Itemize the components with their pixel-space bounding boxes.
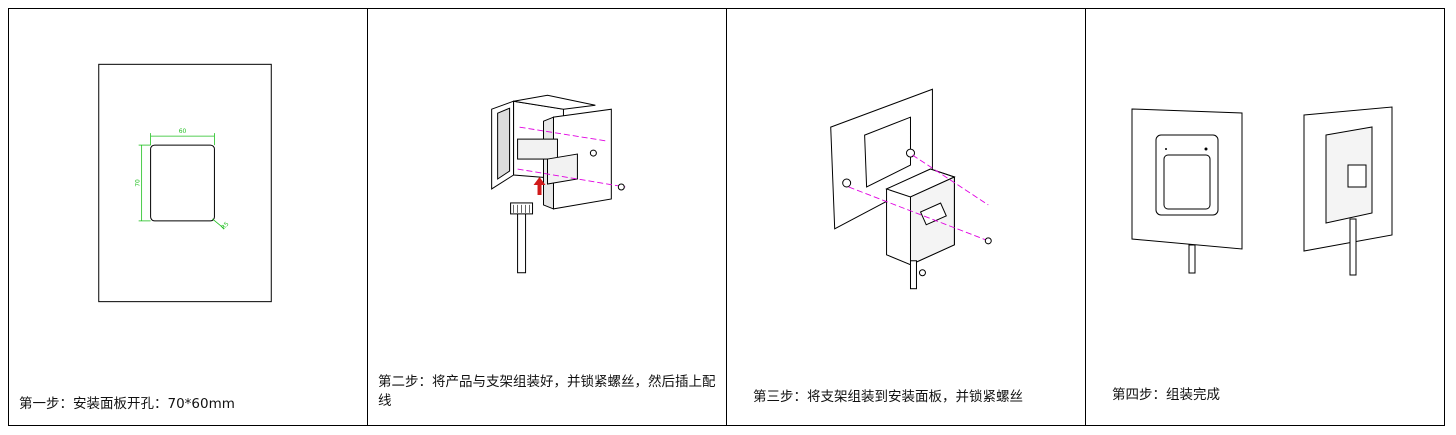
radius-dimension-label: R5 xyxy=(220,221,231,232)
step-1-panel: 60 70 R5 第一步：安装面板开孔：70*60mm xyxy=(9,9,368,425)
screw xyxy=(918,269,926,277)
status-dot xyxy=(1204,147,1208,151)
step-4-panel: 第四步：组装完成 xyxy=(1086,9,1444,425)
step-3-caption: 第三步：将支架组装到安装面板，并锁紧螺丝 xyxy=(753,389,1023,405)
screw xyxy=(589,149,597,157)
screw-axis-line-2 xyxy=(517,168,626,188)
width-dimension-label: 60 xyxy=(179,128,187,135)
step-4-caption: 第四步：组装完成 xyxy=(1112,387,1220,403)
step-4-diagram xyxy=(1131,106,1393,276)
cutout-hole xyxy=(150,144,215,222)
bracket-window xyxy=(919,202,947,226)
step-1-caption: 第一步：安装面板开孔：70*60mm xyxy=(19,396,235,412)
screw xyxy=(984,237,992,245)
screw-axis-line-1 xyxy=(519,126,608,142)
panel-standoff xyxy=(906,148,915,158)
screw-axis-line-1 xyxy=(848,186,989,242)
cable xyxy=(909,260,917,290)
screw xyxy=(617,183,625,191)
step-2-panel: 第二步：将产品与支架组装好，并锁紧螺丝，然后插上配线 xyxy=(368,9,727,425)
radius-leader xyxy=(212,218,225,230)
panel-cutout xyxy=(864,116,911,188)
logo-dot xyxy=(1165,148,1167,150)
step-2-diagram xyxy=(491,94,626,274)
cable xyxy=(1349,218,1357,276)
cable xyxy=(1188,244,1196,274)
insert-arrow xyxy=(533,177,546,195)
step-2-caption: 第二步：将产品与支架组装好，并锁紧螺丝，然后插上配线 xyxy=(378,374,716,409)
instruction-sheet: 60 70 R5 第一步：安装面板开孔：70*60mm xyxy=(8,8,1445,426)
panel-standoff xyxy=(842,178,852,188)
cable xyxy=(517,210,527,274)
screw-axis-line-2 xyxy=(912,154,989,206)
rear-window xyxy=(1347,164,1367,188)
device-screen xyxy=(1163,154,1211,210)
step-3-panel: 第三步：将支架组装到安装面板，并锁紧螺丝 xyxy=(727,9,1086,425)
step-3-diagram xyxy=(830,88,992,290)
step-1-diagram: 60 70 R5 xyxy=(98,63,272,303)
height-dimension-label: 70 xyxy=(135,179,142,187)
bracket-window xyxy=(517,138,558,160)
